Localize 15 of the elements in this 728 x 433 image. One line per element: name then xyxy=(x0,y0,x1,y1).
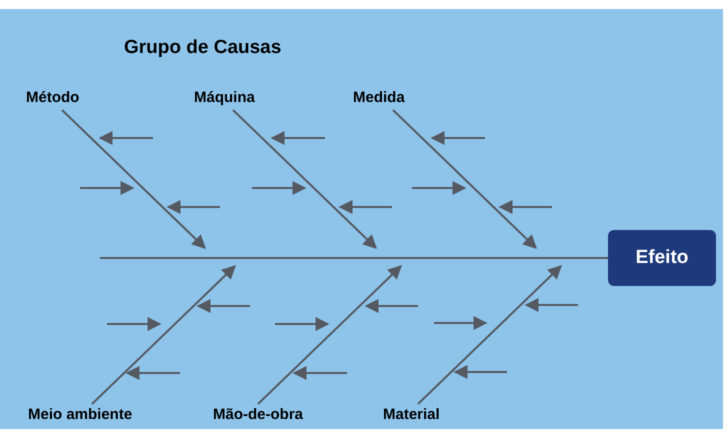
category-label: Método xyxy=(26,87,98,109)
category-label: Máquina xyxy=(194,87,274,109)
category-label: Medida xyxy=(353,87,423,109)
bone-arrow xyxy=(91,265,236,405)
effect-box: Efeito xyxy=(608,230,716,286)
spine-line xyxy=(100,257,608,259)
title: Grupo de Causas xyxy=(124,36,282,60)
bone-arrow xyxy=(257,265,402,405)
bone-arrow xyxy=(232,109,377,249)
bone-arrow xyxy=(417,265,562,405)
category-label: Mão-de-obra xyxy=(213,404,325,426)
bone-arrow xyxy=(392,109,537,249)
category-label: Meio ambiente xyxy=(28,404,156,426)
bone-arrow xyxy=(61,109,206,249)
category-label: Material xyxy=(383,404,455,426)
